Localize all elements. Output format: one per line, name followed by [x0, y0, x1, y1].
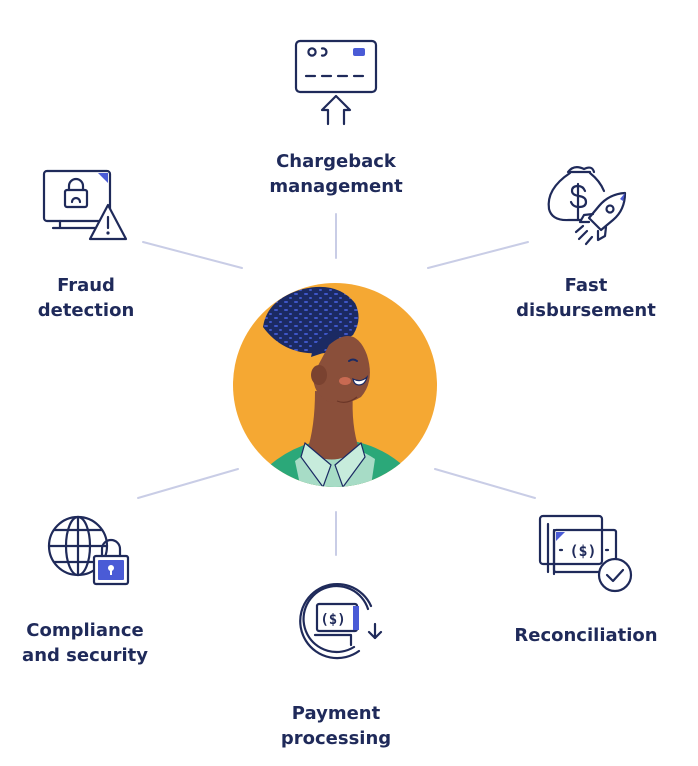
monitor-warning-icon	[42, 169, 128, 241]
svg-text:($): ($)	[569, 542, 596, 560]
connector-reconciliation	[434, 468, 536, 499]
money-bag-rocket-icon	[547, 165, 627, 246]
connector-compliance	[137, 468, 239, 499]
cycle-payment-icon: ($)	[299, 583, 383, 660]
label-reconciliation: Reconciliation	[514, 625, 658, 646]
svg-text:($): ($)	[320, 612, 345, 628]
credit-card-arrow-icon	[294, 39, 378, 126]
person-avatar	[233, 283, 437, 487]
bills-check-icon: ($)	[538, 514, 633, 593]
connector-fraud	[142, 241, 243, 269]
globe-lock-icon	[47, 515, 130, 586]
connector-disbursement	[427, 241, 529, 269]
